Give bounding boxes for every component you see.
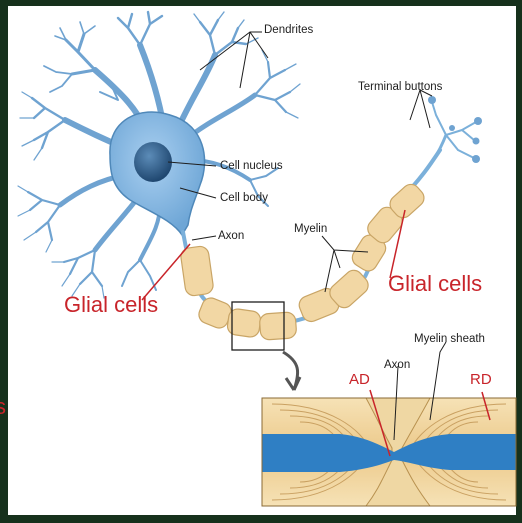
label-cell-nucleus: Cell nucleus	[220, 161, 283, 173]
label-myelin: Myelin	[294, 224, 327, 236]
label-rd: RD	[470, 372, 492, 387]
label-axon: Axon	[218, 231, 244, 243]
label-glial-cells-left: Glial cells	[64, 294, 158, 316]
label-axon-inset: Axon	[384, 360, 410, 372]
label-dendrites: Dendrites	[264, 25, 313, 37]
label-myelin-sheath: Myelin sheath	[414, 334, 485, 346]
label-edge-fragment: s	[0, 396, 6, 418]
label-ad: AD	[349, 372, 370, 387]
label-terminal-buttons: Terminal buttons	[358, 82, 442, 94]
cell-nucleus	[134, 142, 172, 182]
label-glial-cells-right: Glial cells	[388, 273, 482, 295]
label-cell-body: Cell body	[220, 193, 268, 205]
